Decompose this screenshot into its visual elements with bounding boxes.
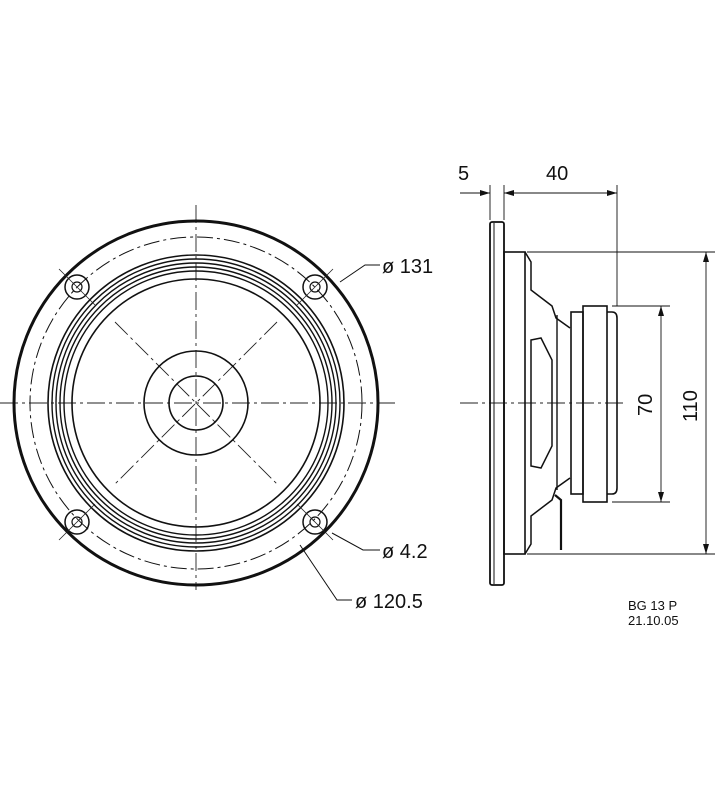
dim-depth: 40 [546, 163, 568, 185]
basket-rim [503, 251, 526, 555]
mounting-holes [58, 268, 334, 541]
magnet [582, 305, 608, 503]
dimension-arrows [480, 190, 709, 554]
basket-window [530, 337, 553, 469]
dust-cap [168, 375, 224, 431]
diagonal-centerline [114, 321, 278, 485]
mounting-hole [58, 503, 96, 541]
side-view: 5 40 70 110 [458, 163, 715, 586]
dim-bolt-circle-diameter: ø 120.5 [355, 591, 423, 613]
frame-outer-edge [12, 219, 380, 587]
surround-ring [55, 262, 337, 544]
leader-hole [331, 532, 380, 551]
mounting-hole [296, 503, 334, 541]
dim-basket-diameter: 110 [680, 390, 702, 422]
surround-ring [47, 254, 345, 552]
leader-outer [339, 264, 380, 283]
terminal [554, 494, 563, 550]
mounting-hole [58, 268, 96, 306]
date-label: 21.10.05 [628, 613, 679, 628]
front-view: ø 131 ø 4.2 ø 120.5 [0, 205, 433, 613]
dimension-lines [460, 185, 715, 555]
basket-arms [524, 251, 571, 555]
back-plate [607, 311, 618, 495]
leader-bolt-circle [299, 544, 352, 601]
dim-outer-diameter: ø 131 [382, 256, 433, 278]
surround-ring [59, 266, 333, 540]
dim-hole-diameter: ø 4.2 [382, 541, 428, 563]
cone-center [143, 350, 249, 456]
diagonal-centerline [114, 321, 278, 485]
frame-flange [489, 221, 505, 586]
cone-edge [71, 278, 321, 528]
dim-magnet-diameter: 70 [635, 394, 657, 416]
dim-flange-thickness: 5 [458, 163, 469, 185]
surround-ring [63, 270, 329, 536]
mounting-hole [296, 268, 334, 306]
bolt-circle [29, 236, 363, 570]
surround-ring [51, 258, 341, 548]
model-label: BG 13 P [628, 598, 677, 613]
